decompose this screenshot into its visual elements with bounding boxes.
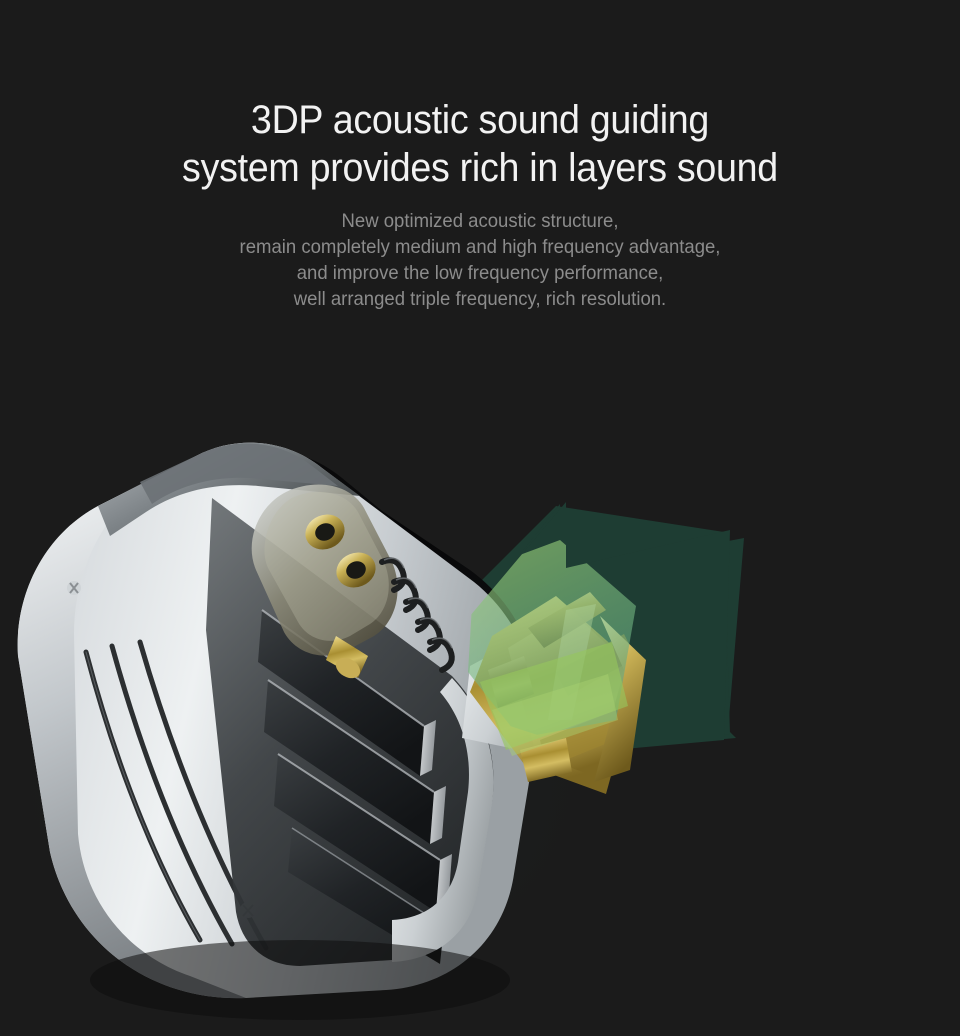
vent-slats (258, 609, 452, 964)
coil-spring-highlight (383, 557, 453, 649)
contact-shadow (90, 940, 510, 1020)
coil-spring (379, 557, 455, 673)
two-pin-connector (251, 484, 398, 679)
page-headline: 3DP acoustic sound guiding system provid… (29, 96, 931, 192)
arrow-green-band (480, 642, 628, 750)
headline-line-1: 3DP acoustic sound guiding (250, 98, 710, 142)
subcopy-line-2: remain completely medium and high freque… (239, 236, 721, 258)
page-subcopy: New optimized acoustic structure, remain… (24, 208, 936, 312)
product-illustration (0, 420, 960, 1036)
screw-top-left (67, 581, 81, 595)
arrow-green-band-2 (492, 674, 618, 756)
subcopy-line-1: New optimized acoustic structure, (341, 210, 619, 232)
inner-wall-right (392, 678, 494, 962)
headline-line-2: system provides rich in layers sound (182, 146, 778, 190)
subcopy-line-4: well arranged triple frequency, rich res… (293, 288, 667, 310)
subcopy-line-3: and improve the low frequency performanc… (296, 262, 664, 284)
